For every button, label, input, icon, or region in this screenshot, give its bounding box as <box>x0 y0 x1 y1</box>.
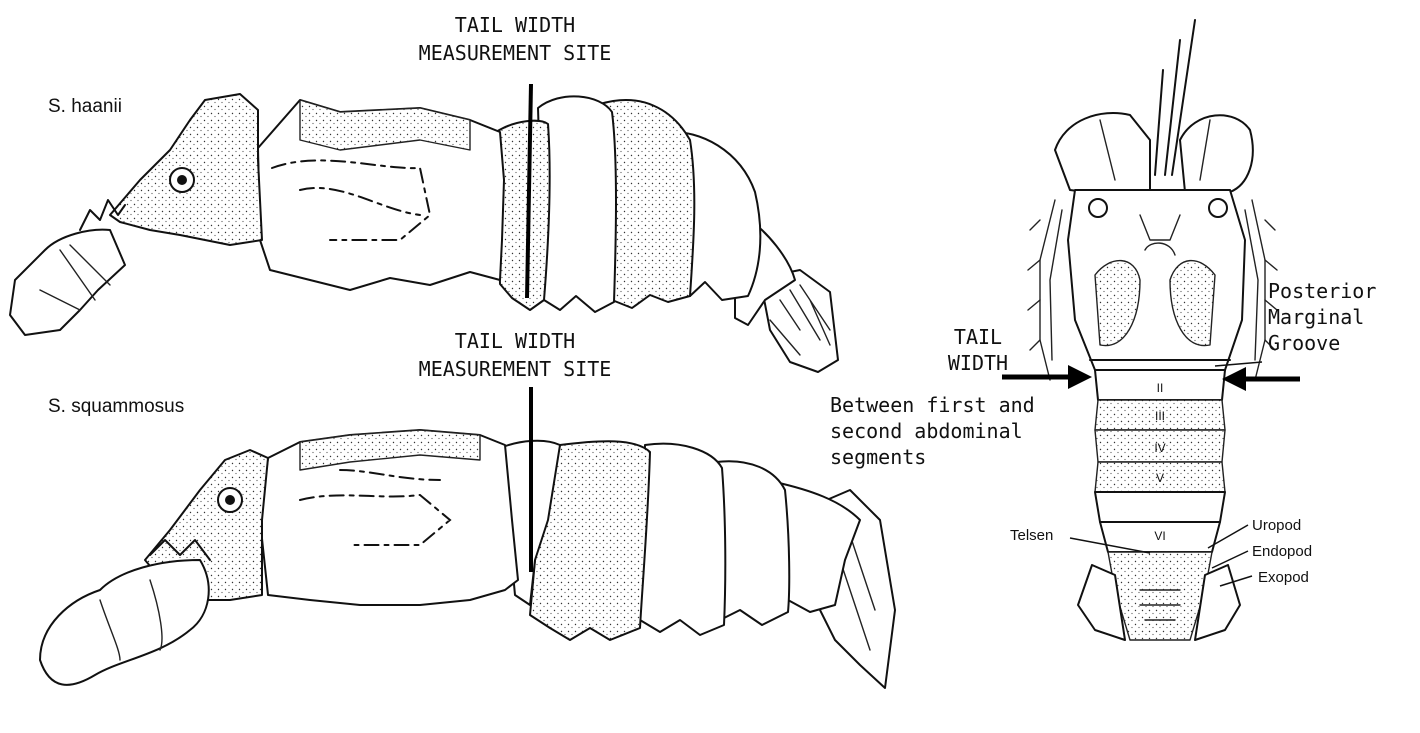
telsen-label: Telsen <box>1010 527 1053 544</box>
species-label-haanii: S. haanii <box>48 96 122 117</box>
between-segments-line3: segments <box>830 445 926 469</box>
top-site-label-line1: TAIL WIDTH <box>455 13 575 37</box>
bottom-site-label-line1: TAIL WIDTH <box>455 329 575 353</box>
top-site-label-line2: MEASUREMENT SITE <box>419 41 612 65</box>
segment-numeral-vi: VI <box>1154 529 1165 543</box>
endopod-leader <box>1212 551 1248 568</box>
segment-numeral-iii: III <box>1155 409 1165 423</box>
between-segments-line1: Between first and <box>830 393 1035 417</box>
segment-numeral-iv: IV <box>1154 441 1165 455</box>
segment-numeral-v: V <box>1156 471 1164 485</box>
lobster-squammosus-side-view <box>40 430 895 688</box>
between-segments-line2: second abdominal <box>830 419 1023 443</box>
tail-width-label-line1: TAIL <box>954 325 1002 349</box>
tail-width-arrow-right <box>1222 367 1300 391</box>
lobster-haanii-side-view <box>10 94 838 372</box>
exopod-label: Exopod <box>1258 569 1309 586</box>
bottom-site-label-line2: MEASUREMENT SITE <box>419 357 612 381</box>
groove-label-line2: Marginal <box>1268 305 1364 329</box>
uropod-label: Uropod <box>1252 517 1301 534</box>
groove-label-line3: Groove <box>1268 331 1340 355</box>
groove-label-line1: Posterior <box>1268 279 1376 303</box>
lobster-dorsal-view <box>1028 20 1277 640</box>
tail-width-label-line2: WIDTH <box>948 351 1008 375</box>
endopod-label: Endopod <box>1252 543 1312 560</box>
species-label-squammosus: S. squammosus <box>48 396 184 417</box>
segment-numeral-ii: II <box>1157 381 1164 395</box>
